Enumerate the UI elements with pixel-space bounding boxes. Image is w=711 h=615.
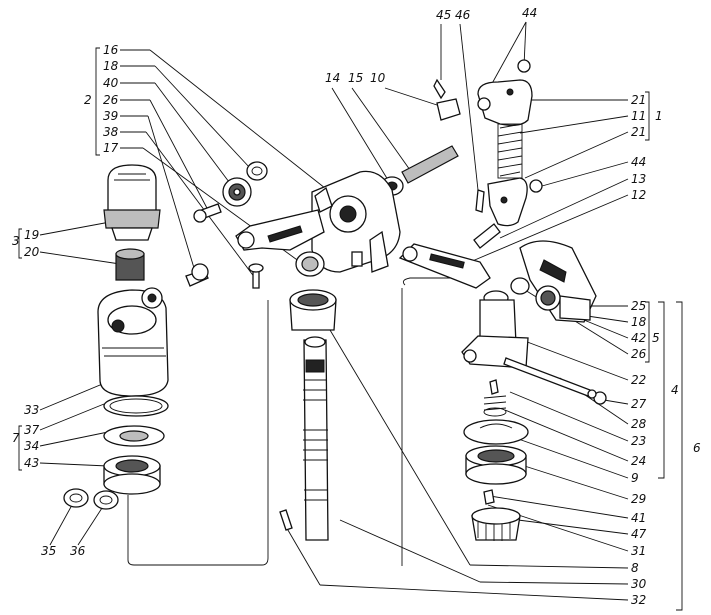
part-label-3: 3 (12, 234, 20, 248)
part-label-15: 15 (348, 71, 363, 85)
part-label-44: 44 (522, 6, 537, 20)
part-label-41: 41 (631, 511, 646, 525)
part-label-29: 29 (631, 492, 646, 506)
part-label-17: 17 (103, 141, 119, 155)
part-label-12: 12 (631, 188, 646, 202)
part-label-21: 21 (631, 125, 646, 139)
part-label-2: 2 (84, 93, 92, 107)
part-label-44: 44 (631, 155, 646, 169)
part-label-40: 40 (103, 76, 119, 90)
part-label-28: 28 (631, 417, 647, 431)
part-label-45: 45 (436, 8, 451, 22)
part-label-26: 26 (631, 347, 647, 361)
part-label-20: 20 (24, 245, 40, 259)
part-label-31: 31 (631, 544, 646, 558)
part-label-34: 34 (24, 439, 39, 453)
part-label-13: 13 (631, 172, 646, 186)
part-label-8: 8 (631, 561, 639, 575)
part-label-43: 43 (24, 456, 39, 470)
part-label-18: 18 (103, 59, 119, 73)
part-label-9: 9 (631, 471, 639, 485)
part-label-38: 38 (103, 125, 119, 139)
part-label-25: 25 (631, 299, 646, 313)
parts (63, 59, 607, 541)
part-label-27: 27 (631, 397, 647, 411)
spring-11 (497, 123, 523, 179)
part-label-24: 24 (631, 454, 646, 468)
part-label-23: 23 (631, 434, 646, 448)
part-label-46: 46 (455, 8, 471, 22)
part-label-14: 14 (325, 71, 340, 85)
part-label-21: 21 (631, 93, 646, 107)
part-label-1: 1 (655, 109, 663, 123)
part-label-42: 42 (631, 331, 646, 345)
part-label-47: 47 (631, 527, 647, 541)
part-label-7: 7 (12, 431, 20, 445)
part-label-18: 18 (631, 315, 647, 329)
part-label-39: 39 (103, 109, 118, 123)
part-label-37: 37 (24, 423, 40, 437)
part-label-35: 35 (41, 544, 56, 558)
part-label-16: 16 (103, 43, 119, 57)
part-label-6: 6 (693, 441, 701, 455)
part-label-26: 26 (103, 93, 119, 107)
part-label-33: 33 (24, 403, 39, 417)
part-label-32: 32 (631, 593, 646, 607)
part-label-4: 4 (671, 383, 679, 397)
part-label-22: 22 (631, 373, 646, 387)
part-label-36: 36 (70, 544, 86, 558)
part-label-10: 10 (370, 71, 386, 85)
part-label-19: 19 (24, 228, 39, 242)
part-label-11: 11 (631, 109, 646, 123)
part-label-5: 5 (652, 331, 660, 345)
part-label-30: 30 (631, 577, 647, 591)
